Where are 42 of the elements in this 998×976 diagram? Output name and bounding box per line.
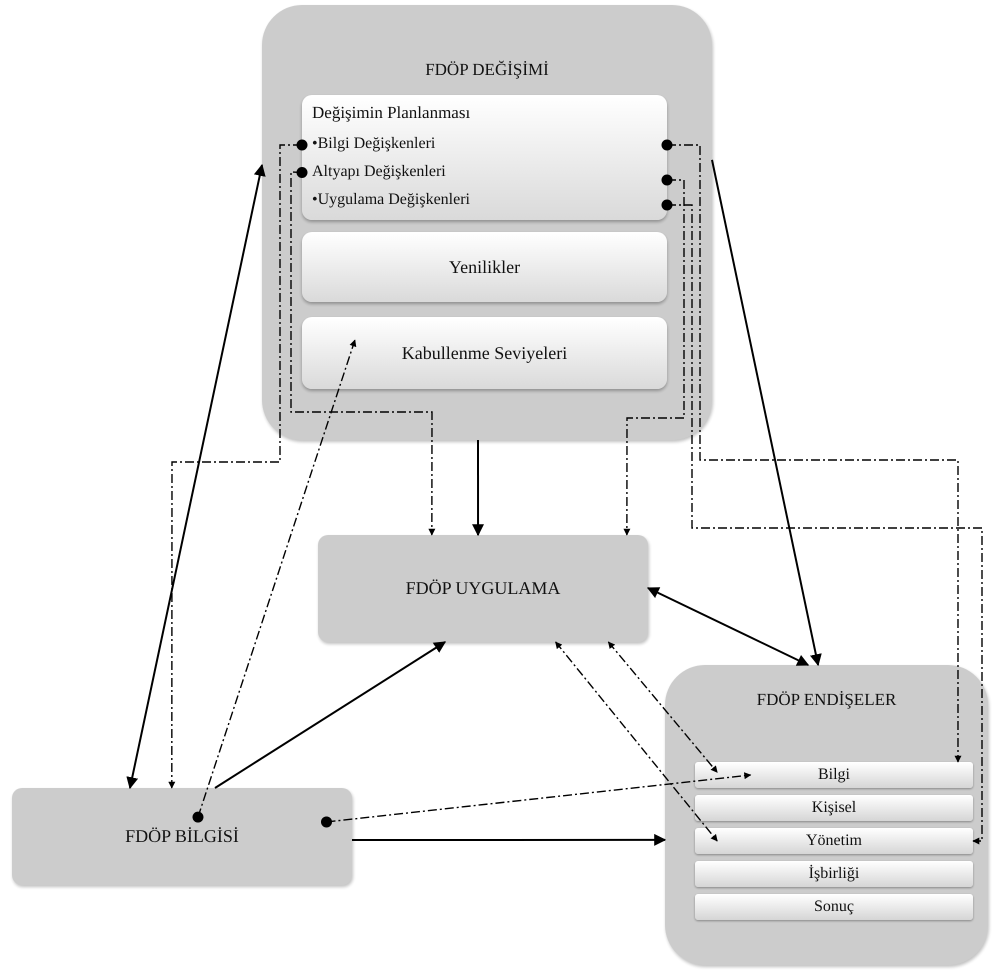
section-heading: Değişimin Planlanması <box>312 103 470 123</box>
node-label: Kabullenme Seviyeleri <box>402 342 568 364</box>
node-label: Kişisel <box>812 799 856 817</box>
arrow <box>352 834 666 846</box>
arrow <box>214 641 446 789</box>
list-row <box>695 795 973 821</box>
node-label: Sonuç <box>814 898 854 916</box>
node-label: Yönetim <box>806 832 862 850</box>
arrow <box>662 140 962 763</box>
arrow <box>290 167 436 536</box>
node-label: FDÖP BİLGİSİ <box>125 826 239 847</box>
arrow <box>623 174 685 536</box>
group-heading: FDÖP ENDİŞELER <box>756 690 898 710</box>
arrow <box>168 140 308 789</box>
group-panel <box>665 665 988 965</box>
arrow <box>646 587 810 666</box>
arrow <box>555 641 718 842</box>
arrow <box>608 641 718 773</box>
list-item: •Uygulama Değişkenleri <box>312 191 470 209</box>
arrow <box>711 160 822 666</box>
group-panel <box>262 5 712 440</box>
list-row <box>695 894 973 920</box>
node-label: İşbirliği <box>808 865 860 883</box>
arrow <box>662 200 983 844</box>
list-item: Altyapı Değişkenleri <box>312 163 446 181</box>
process-box <box>318 535 648 642</box>
list-row <box>695 762 973 788</box>
node-label: Yenilikler <box>448 256 520 278</box>
section-box <box>302 95 667 220</box>
arrow <box>126 164 266 790</box>
section-box <box>302 317 667 389</box>
arrow <box>472 440 484 536</box>
node-label: Bilgi <box>818 766 850 784</box>
arrow <box>321 772 752 828</box>
list-row <box>695 828 973 854</box>
arrow <box>192 339 356 823</box>
section-box <box>302 232 667 302</box>
list-item: •Bilgi Değişkenleri <box>312 135 436 153</box>
node-label: FDÖP UYGULAMA <box>406 578 560 599</box>
group-heading: FDÖP DEĞİŞİMİ <box>424 60 550 80</box>
list-row <box>695 861 973 887</box>
process-box <box>12 788 352 885</box>
